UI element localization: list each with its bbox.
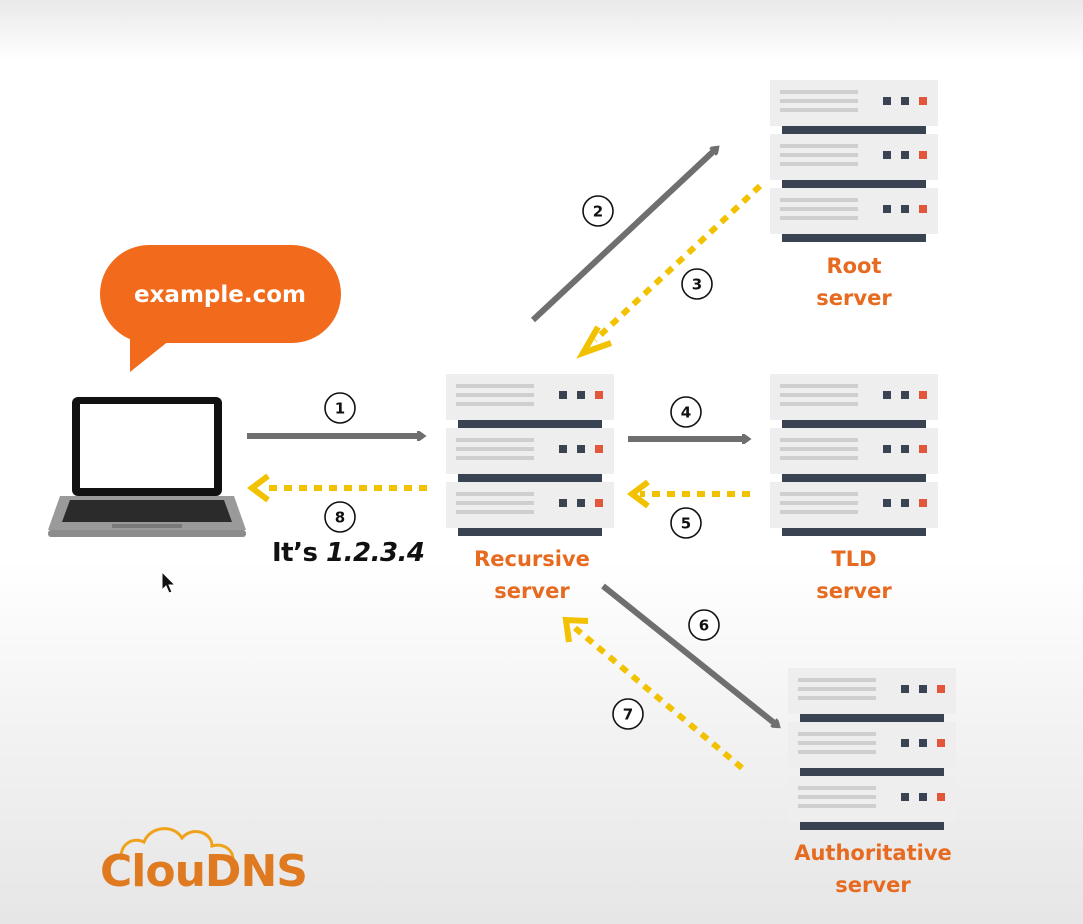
svg-text:4: 4 <box>681 404 691 422</box>
answer-prefix: It’s <box>272 538 327 568</box>
arrow-step-8 <box>247 473 427 503</box>
arrow-step-3 <box>576 183 763 359</box>
arrow-step-2 <box>530 148 717 323</box>
recursive-server-label-line1: Recursive <box>474 547 590 571</box>
svg-text:1: 1 <box>335 400 345 418</box>
svg-text:6: 6 <box>699 617 709 635</box>
tld-server-label-line1: TLD <box>831 547 877 571</box>
svg-text:5: 5 <box>681 515 691 533</box>
root-server-label-line2: server <box>816 286 892 310</box>
tld-server-rack-icon <box>770 374 938 536</box>
query-speech-bubble <box>100 245 341 372</box>
svg-text:7: 7 <box>623 706 633 724</box>
cloudns-logo: ClouDNS <box>100 846 308 897</box>
root-server-rack-icon <box>770 80 938 242</box>
root-server-label-line1: Root <box>826 254 882 278</box>
answer-ip: 1.2.3.4 <box>326 538 425 568</box>
arrow-step-6 <box>601 583 778 729</box>
arrow-step-7 <box>562 616 744 771</box>
tld-server-label: TLD server <box>774 543 934 607</box>
svg-text:2: 2 <box>593 203 603 221</box>
authoritative-server-label-line1: Authoritative <box>794 841 952 865</box>
step-badge-8: 8 <box>324 501 356 533</box>
authoritative-server-rack-icon <box>788 668 956 830</box>
authoritative-server-label-line2: server <box>835 873 911 897</box>
recursive-server-rack-icon <box>446 374 614 536</box>
step-badge-2: 2 <box>582 195 614 227</box>
step-badge-3: 3 <box>681 268 713 300</box>
step-badge-6: 6 <box>688 609 720 641</box>
cloud-logo-icon <box>119 827 235 863</box>
step-badge-1: 1 <box>324 392 356 424</box>
svg-text:8: 8 <box>335 509 345 527</box>
dns-answer-text: It’s 1.2.3.4 <box>272 538 425 568</box>
step-badge-7: 7 <box>612 698 644 730</box>
mouse-cursor-icon <box>161 570 177 594</box>
root-server-label: Root server <box>774 250 934 314</box>
step-badge-4: 4 <box>670 396 702 428</box>
arrow-step-5 <box>627 479 750 509</box>
step-badge-5: 5 <box>670 507 702 539</box>
tld-server-label-line2: server <box>816 579 892 603</box>
recursive-server-label: Recursive server <box>442 543 622 607</box>
recursive-server-label-line2: server <box>494 579 570 603</box>
svg-text:3: 3 <box>692 276 702 294</box>
authoritative-server-label: Authoritative server <box>778 837 968 901</box>
laptop-icon <box>48 397 246 537</box>
query-domain-text: example.com <box>133 282 306 308</box>
